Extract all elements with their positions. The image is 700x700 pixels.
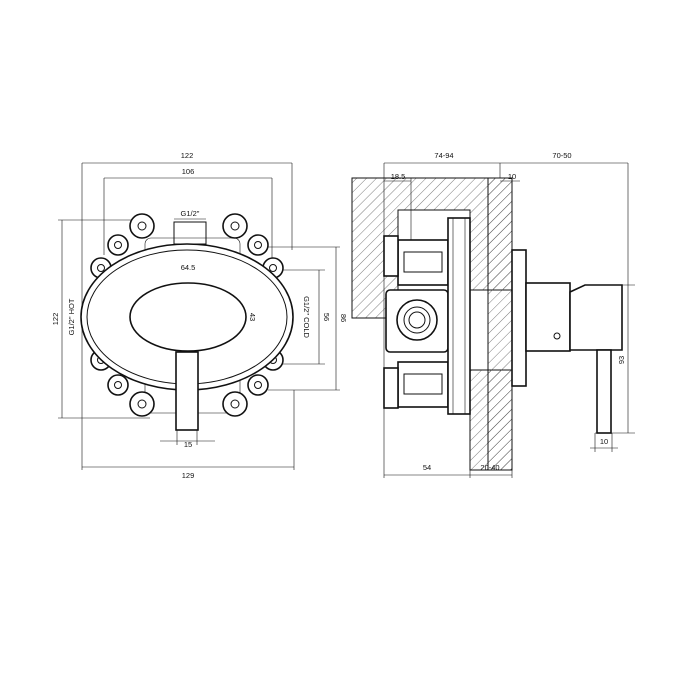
mounting-lug [222, 213, 248, 239]
dim-plate-width: 64.5 [181, 263, 196, 272]
wall-flange [511, 249, 527, 387]
mounting-lug [107, 374, 129, 396]
mounting-lug [247, 234, 269, 256]
mounting-plate [447, 217, 471, 415]
front-view: 122 106 G1/2" 64.5 43 122 G1/2" HOT G1/2… [51, 151, 348, 480]
cartridge-body [525, 282, 571, 352]
dim-plate-height: 43 [248, 313, 257, 321]
wall-section-strip [487, 177, 513, 471]
dim-lever-diameter: 10 [600, 437, 608, 446]
dim-flange: 10 [508, 172, 516, 181]
mounting-lug [107, 234, 129, 256]
dim-body-depth: 54 [423, 463, 431, 472]
outlet-port [396, 299, 438, 341]
valve-body [383, 235, 449, 409]
dim-lever-width: 15 [184, 440, 192, 449]
label-hot-inlet: G1/2" HOT [67, 298, 76, 335]
dim-outer-height: 86 [339, 314, 348, 322]
mounting-lug [222, 391, 248, 417]
dim-lever-height: 93 [617, 356, 626, 364]
mounting-lug [129, 391, 155, 417]
inlet-hub-top [173, 221, 207, 245]
mounting-lug [129, 213, 155, 239]
lever-side [569, 284, 623, 351]
dim-mounting-width: 106 [182, 167, 195, 176]
dim-offset-left: 18.5 [391, 172, 406, 181]
lever-grip [596, 349, 612, 434]
mounting-lugs [90, 213, 284, 417]
label-cold-inlet: G1/2" COLD [302, 296, 311, 338]
dim-depth-range: 74-94 [434, 151, 453, 160]
lever [175, 351, 199, 431]
handle-plate [129, 282, 247, 352]
dim-overall-width: 122 [181, 151, 194, 160]
side-dimension-lines [384, 162, 629, 476]
set-screw [553, 332, 561, 340]
dim-base-width: 129 [182, 471, 195, 480]
dim-overall-height: 122 [51, 313, 60, 326]
dim-inlet-top: G1/2" [181, 209, 200, 218]
mounting-lug [247, 374, 269, 396]
dim-wall-range: 20-40 [480, 463, 499, 472]
dim-projection: 70-50 [552, 151, 571, 160]
dim-inner-height: 56 [322, 313, 331, 321]
side-view: 74-94 18.5 10 70-50 54 20-40 93 10 [351, 151, 635, 478]
